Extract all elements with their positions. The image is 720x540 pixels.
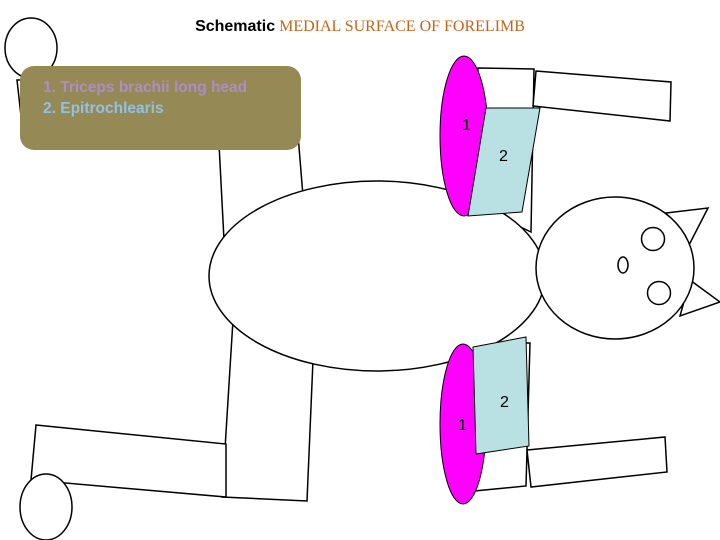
nose [617, 256, 629, 274]
lower-forelimb-forearm [526, 436, 668, 488]
head [535, 196, 695, 340]
title-main: MEDIAL SURFACE OF FORELIMB [279, 18, 525, 35]
legend-item-triceps: 1. Triceps brachii long head [43, 79, 248, 96]
label-2-upper: 2 [499, 148, 508, 165]
title-prefix: Schematic [195, 18, 276, 35]
legend-item-epitrochlearis: 2. Epitrochlearis [43, 100, 164, 117]
left-eye [640, 226, 666, 252]
lower-hind-foot [30, 424, 227, 498]
epitrochlearis-upper [467, 107, 541, 217]
page-title: Schematic MEDIAL SURFACE OF FORELIMB [0, 18, 720, 36]
lower-hind-paw [19, 473, 73, 540]
label-1-upper: 1 [462, 117, 471, 134]
epitrochlearis-lower [472, 336, 530, 455]
label-2-lower: 2 [500, 394, 509, 411]
label-1-lower: 1 [458, 417, 467, 434]
right-eye [646, 280, 672, 306]
upper-forelimb-forearm [532, 70, 672, 122]
legend-box: 1. Triceps brachii long head 2. Epitroch… [20, 66, 301, 150]
